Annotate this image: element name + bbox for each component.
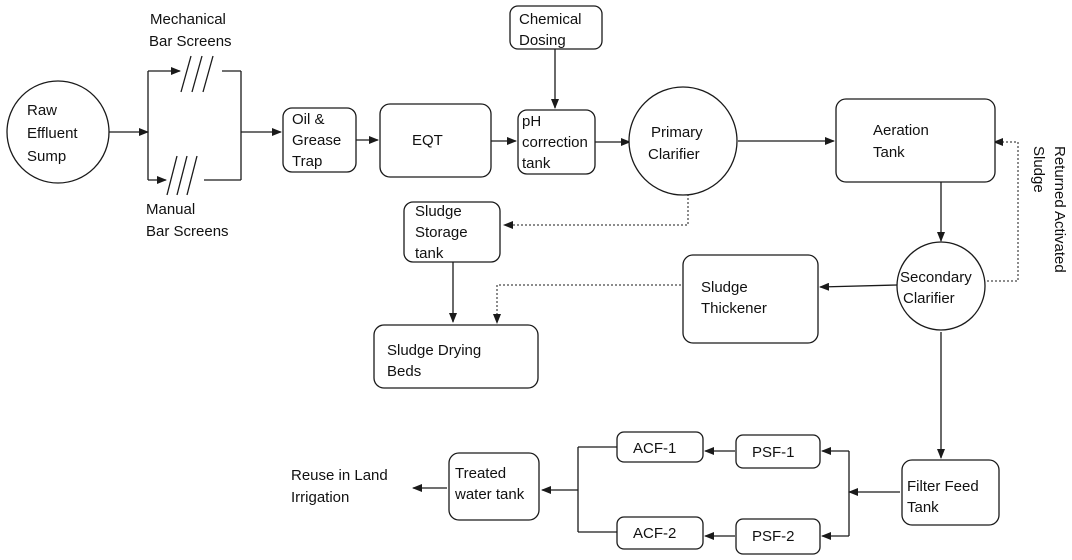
returned-activated-sludge-label: Returned ActivatedSludge: [1030, 146, 1068, 273]
ph-correction-tank-line-3: tank: [522, 155, 551, 172]
reuse-line-1: Reuse in Land: [291, 467, 388, 484]
connectors: [109, 49, 1019, 540]
raw-effluent-sump-line-1: Raw: [27, 102, 57, 119]
chemical-dosing-line-1: Chemical: [519, 11, 582, 28]
sludge-thickener-line-2: Thickener: [701, 300, 767, 317]
sludge-drying-beds-line-1: Sludge Drying: [387, 342, 481, 359]
svg-text:PSF-2: PSF-2: [752, 528, 795, 545]
psf-1: PSF-1: [735, 434, 821, 469]
filter-feed-tank-line-2: Tank: [907, 499, 939, 516]
mechanical-bar-screen-symbol: [180, 55, 214, 93]
mechanical-bar-screens-line-2: Bar Screens: [149, 33, 232, 50]
oil-grease-trap-line-3: Trap: [292, 153, 322, 170]
returned-activated-sludge-line-2: Sludge: [1030, 146, 1047, 193]
sludge-drying-beds-line-2: Beds: [387, 363, 421, 380]
secondary-clarifier-line-1: Secondary: [900, 269, 972, 286]
oil-grease-trap-line-2: Grease: [292, 132, 341, 149]
sludge-storage-tank-line-2: Storage: [415, 224, 468, 241]
psf-1-label: PSF-1: [752, 444, 795, 461]
raw-effluent-sump-line-2: Effluent: [27, 125, 78, 142]
sludge-storage-tank-line-3: tank: [415, 245, 444, 262]
manual-bar-screen-symbol: [166, 155, 198, 196]
svg-text:PSF-1: PSF-1: [752, 444, 795, 461]
eqt: EQT: [379, 103, 492, 178]
psf-2-label: PSF-2: [752, 528, 795, 545]
svg-text:EQT: EQT: [412, 132, 443, 149]
arrowhead-to-drying-beds: [493, 314, 501, 324]
arrow-secondary-to-thickener: [819, 282, 898, 291]
psf-2: PSF-2: [735, 518, 821, 555]
acf-1: ACF-1: [616, 431, 704, 463]
mechanical-bar-screens-line-1: Mechanical: [150, 11, 226, 28]
dotted-thickener-sludge: [496, 284, 681, 317]
filter-feed-tank-line-1: Filter Feed: [907, 478, 979, 495]
aeration-tank-line-2: Tank: [873, 144, 905, 161]
aeration-tank-line-1: Aeration: [873, 122, 929, 139]
sludge-thickener-line-1: Sludge: [701, 279, 748, 296]
manual-bar-screens-line-1: Manual: [146, 201, 195, 218]
returned-activated-sludge-line-1: Returned Activated: [1051, 146, 1068, 273]
dotted-returned-sludge: [987, 141, 1019, 282]
primary-clarifier-line-2: Clarifier: [648, 146, 700, 163]
ph-correction-tank: pH correction tank: [517, 109, 596, 175]
chemical-dosing-line-2: Dosing: [519, 32, 566, 49]
secondary-clarifier-line-2: Clarifier: [903, 290, 955, 307]
svg-text:ACF-1: ACF-1: [633, 440, 676, 457]
treated-water-tank-line-1: Treated: [455, 465, 506, 482]
oil-grease-trap-line-1: Oil &: [292, 111, 325, 128]
dotted-primary-sludge: [505, 190, 689, 226]
raw-effluent-sump-line-3: Sump: [27, 148, 66, 165]
manual-bar-screens-line-2: Bar Screens: [146, 223, 229, 240]
arrowhead-to-storage: [503, 221, 513, 229]
ph-correction-tank-line-1: pH: [522, 113, 541, 130]
acf-2: ACF-2: [616, 516, 704, 550]
arrowhead-to-aeration: [993, 138, 1003, 146]
primary-clarifier-line-1: Primary: [651, 124, 703, 141]
reuse-line-2: Irrigation: [291, 489, 349, 506]
ph-correction-tank-line-2: correction: [522, 134, 588, 151]
acf-1-label: ACF-1: [633, 440, 676, 457]
treated-water-tank-line-2: water tank: [454, 486, 525, 503]
acf-2-label: ACF-2: [633, 525, 676, 542]
sludge-storage-tank-line-1: Sludge: [415, 203, 462, 220]
treated-water-tank: Treated water tank: [448, 452, 540, 521]
eqt-label: EQT: [412, 132, 443, 149]
svg-text:ACF-2: ACF-2: [633, 525, 676, 542]
